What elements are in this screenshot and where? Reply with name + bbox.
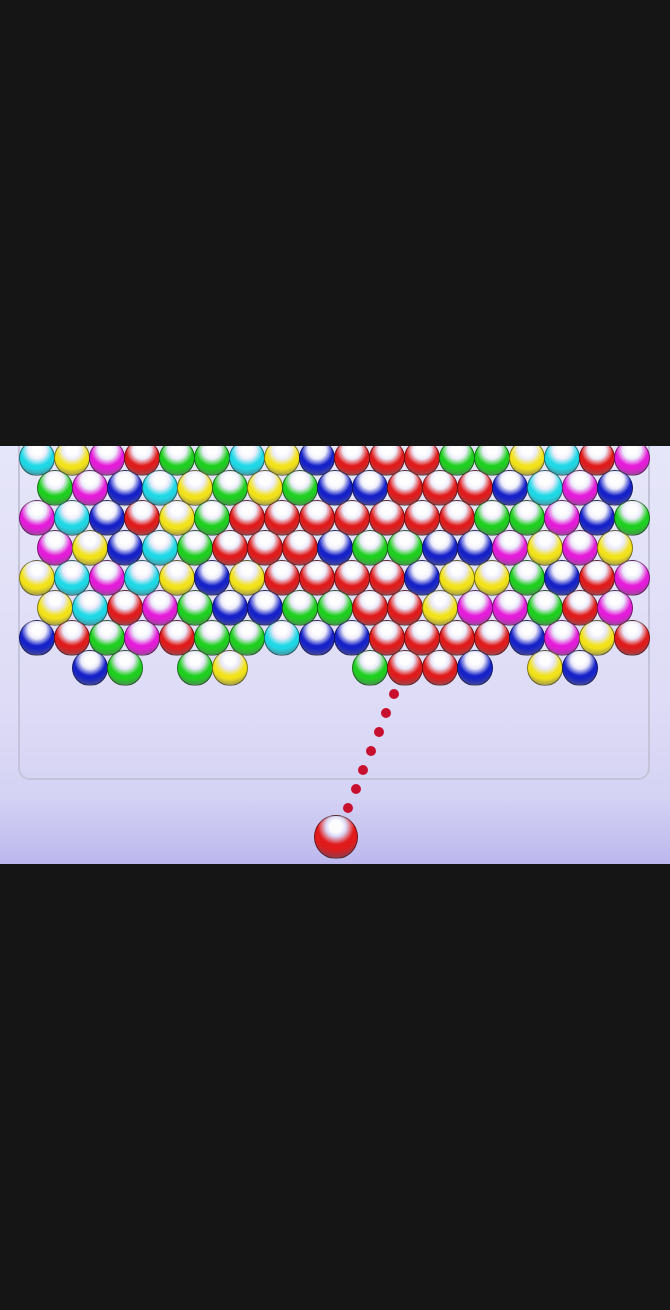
blue-bubble [561,650,598,686]
yellow-bubble [211,650,248,686]
aim-dot [358,765,369,775]
red-bubble [614,620,650,656]
red-bubble [386,650,423,686]
cyan-bubble [264,620,300,656]
blue-bubble [89,500,125,536]
green-bubble [614,500,650,536]
blue-bubble [456,650,493,686]
aim-dot [350,784,361,794]
blue-bubble [19,620,55,656]
red-bubble [421,650,458,686]
shooter-bubble[interactable] [314,815,358,859]
blue-bubble [71,650,108,686]
blue-bubble [509,620,545,656]
aim-dot [389,689,399,699]
playfield-frame [18,446,650,780]
aim-dot [381,708,392,718]
aim-dot [373,727,384,737]
yellow-bubble [526,650,563,686]
aim-dot [366,746,376,756]
cyan-bubble [71,590,108,626]
green-bubble [106,650,143,686]
blue-bubble [299,620,335,656]
game-area[interactable] [0,446,670,864]
aim-dot [343,803,353,813]
green-bubble [351,650,388,686]
green-bubble [176,650,213,686]
